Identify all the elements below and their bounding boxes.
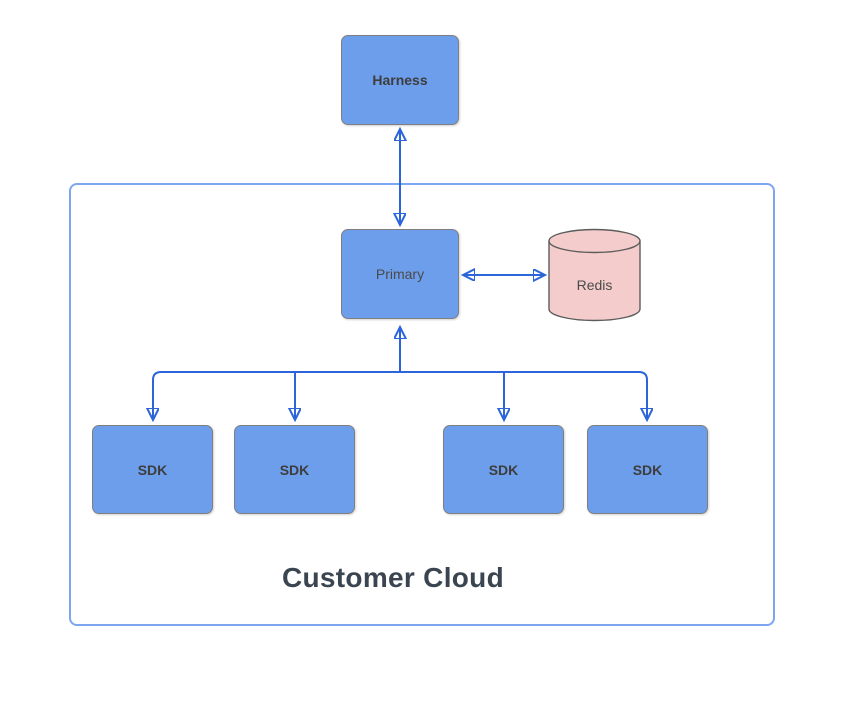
node-redis: Redis (548, 228, 641, 322)
redis-cylinder-shape (548, 228, 641, 322)
primary-label: Primary (375, 266, 425, 282)
node-harness: Harness (341, 35, 459, 125)
node-sdk-4: SDK (587, 425, 708, 514)
harness-label: Harness (372, 72, 428, 88)
node-sdk-1: SDK (92, 425, 213, 514)
sdk-label: SDK (488, 461, 519, 478)
sdk-label: SDK (632, 461, 663, 478)
node-sdk-2: SDK (234, 425, 355, 514)
customer-cloud-label: Customer Cloud (282, 562, 504, 593)
redis-label: Redis (576, 277, 613, 293)
node-primary: Primary (341, 229, 459, 319)
node-sdk-3: SDK (443, 425, 564, 514)
sdk-label: SDK (279, 461, 310, 478)
sdk-label: SDK (137, 461, 168, 478)
customer-cloud-container (69, 183, 775, 626)
